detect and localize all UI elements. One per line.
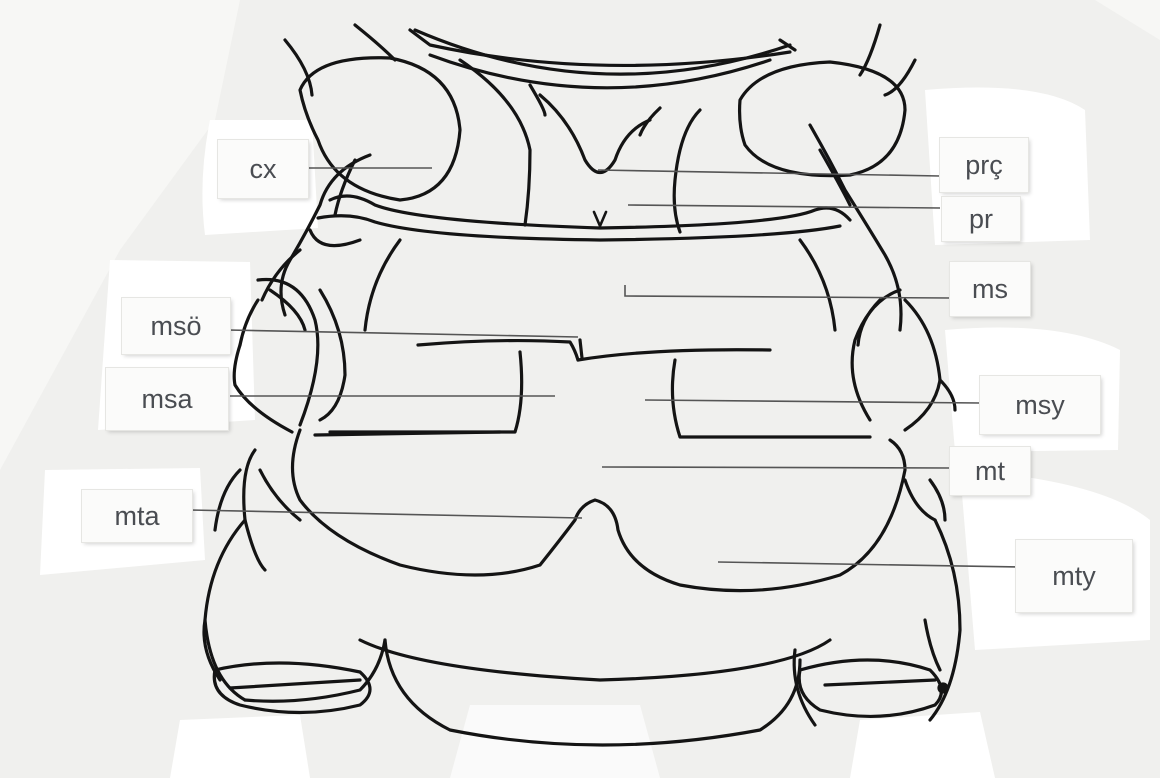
label-ms: ms [950, 262, 1030, 316]
label-mso: msö [122, 298, 230, 354]
label-pr: pr [942, 197, 1020, 241]
label-mta: mta [82, 490, 192, 542]
label-msy: msy [980, 376, 1100, 434]
label-mt: mt [950, 447, 1030, 495]
label-prc: prç [940, 138, 1028, 192]
label-mty: mty [1016, 540, 1132, 612]
label-cx: cx [218, 140, 308, 198]
label-msa: msa [106, 368, 228, 430]
